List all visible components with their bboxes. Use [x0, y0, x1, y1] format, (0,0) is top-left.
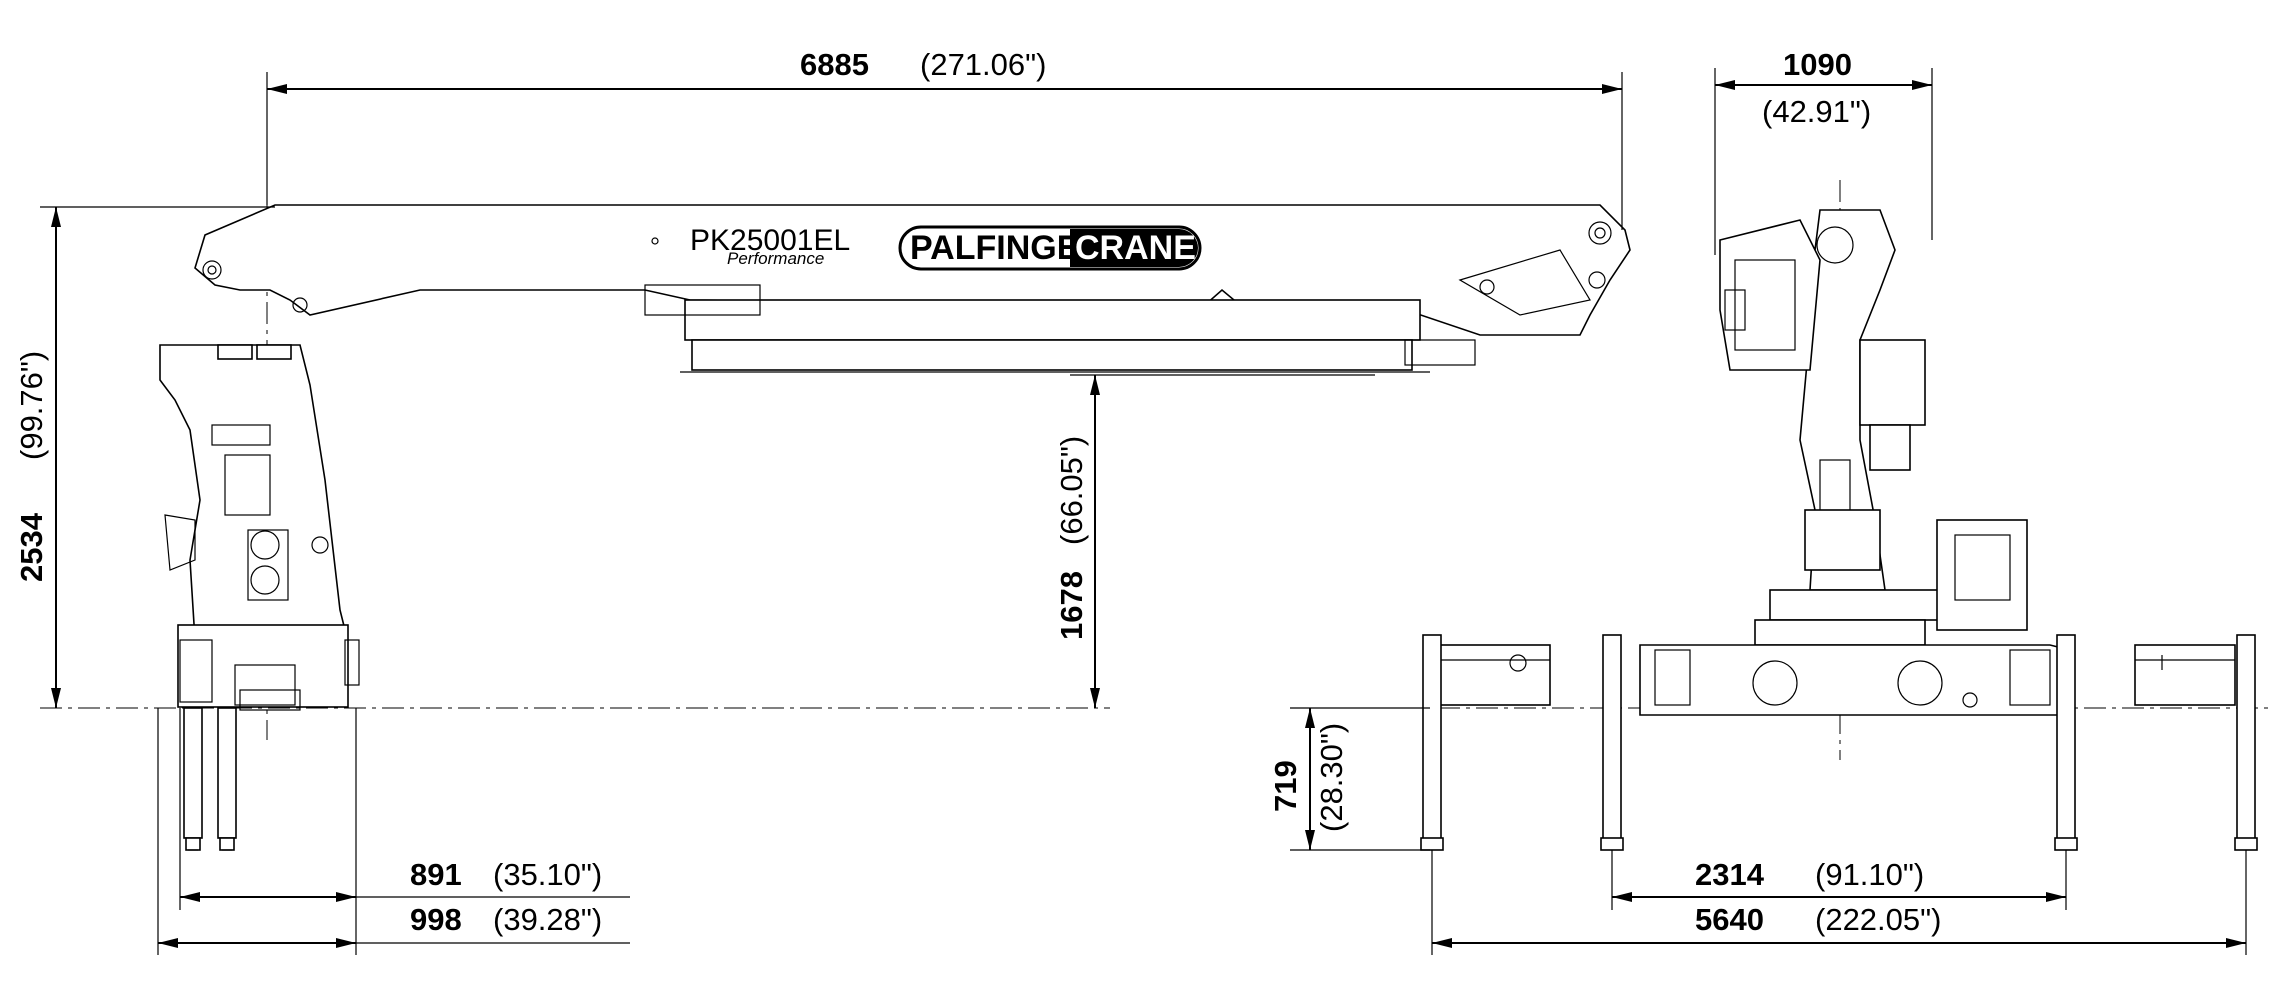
outrigger-extended-in: (222.05") [1815, 902, 1941, 937]
model-label: PK25001EL [690, 224, 850, 257]
palfinger-logo: PALFINGER CRANE [898, 225, 1202, 271]
width-in: (42.91") [1762, 94, 1871, 129]
crane-boom [194, 204, 1631, 373]
right-outrigger-beam [2134, 644, 2236, 706]
mount-height-in: (28.30") [1314, 723, 1349, 832]
overall-length-in: (271.06") [920, 47, 1046, 82]
width-mm: 1090 [1783, 47, 1852, 82]
height-mm: 2534 [14, 512, 49, 582]
front-base-frame [1639, 644, 2071, 716]
logo-brand-left: PALFINGER [910, 229, 1104, 267]
boom-underside-mm: 1678 [1054, 571, 1089, 640]
side-view: PK25001EL Performance PALFINGER CRANE 68… [14, 47, 1631, 955]
outrigger-extended-mm: 5640 [1695, 902, 1764, 937]
front-crane-column [1719, 209, 2028, 646]
front-view: 1090 (42.91") 719 (28.30") 2314 (91.10")… [1268, 47, 2270, 955]
mount-height-mm: 719 [1268, 760, 1303, 812]
boom-underside-in: (66.05") [1054, 436, 1089, 545]
outrigger-legs [1420, 634, 2258, 851]
base-width-a-mm: 891 [410, 857, 462, 892]
left-outrigger-beam [1439, 644, 1551, 706]
outrigger-retracted-mm: 2314 [1695, 857, 1765, 892]
height-in: (99.76") [14, 351, 49, 460]
logo-brand-right: CRANE [1075, 229, 1196, 267]
crane-column [159, 344, 360, 851]
outrigger-retracted-in: (91.10") [1815, 857, 1924, 892]
overall-length-mm: 6885 [800, 47, 869, 82]
model-sub-label: Performance [727, 249, 824, 268]
base-width-a-in: (35.10") [493, 857, 602, 892]
base-width-b-mm: 998 [410, 902, 462, 937]
base-width-b-in: (39.28") [493, 902, 602, 937]
